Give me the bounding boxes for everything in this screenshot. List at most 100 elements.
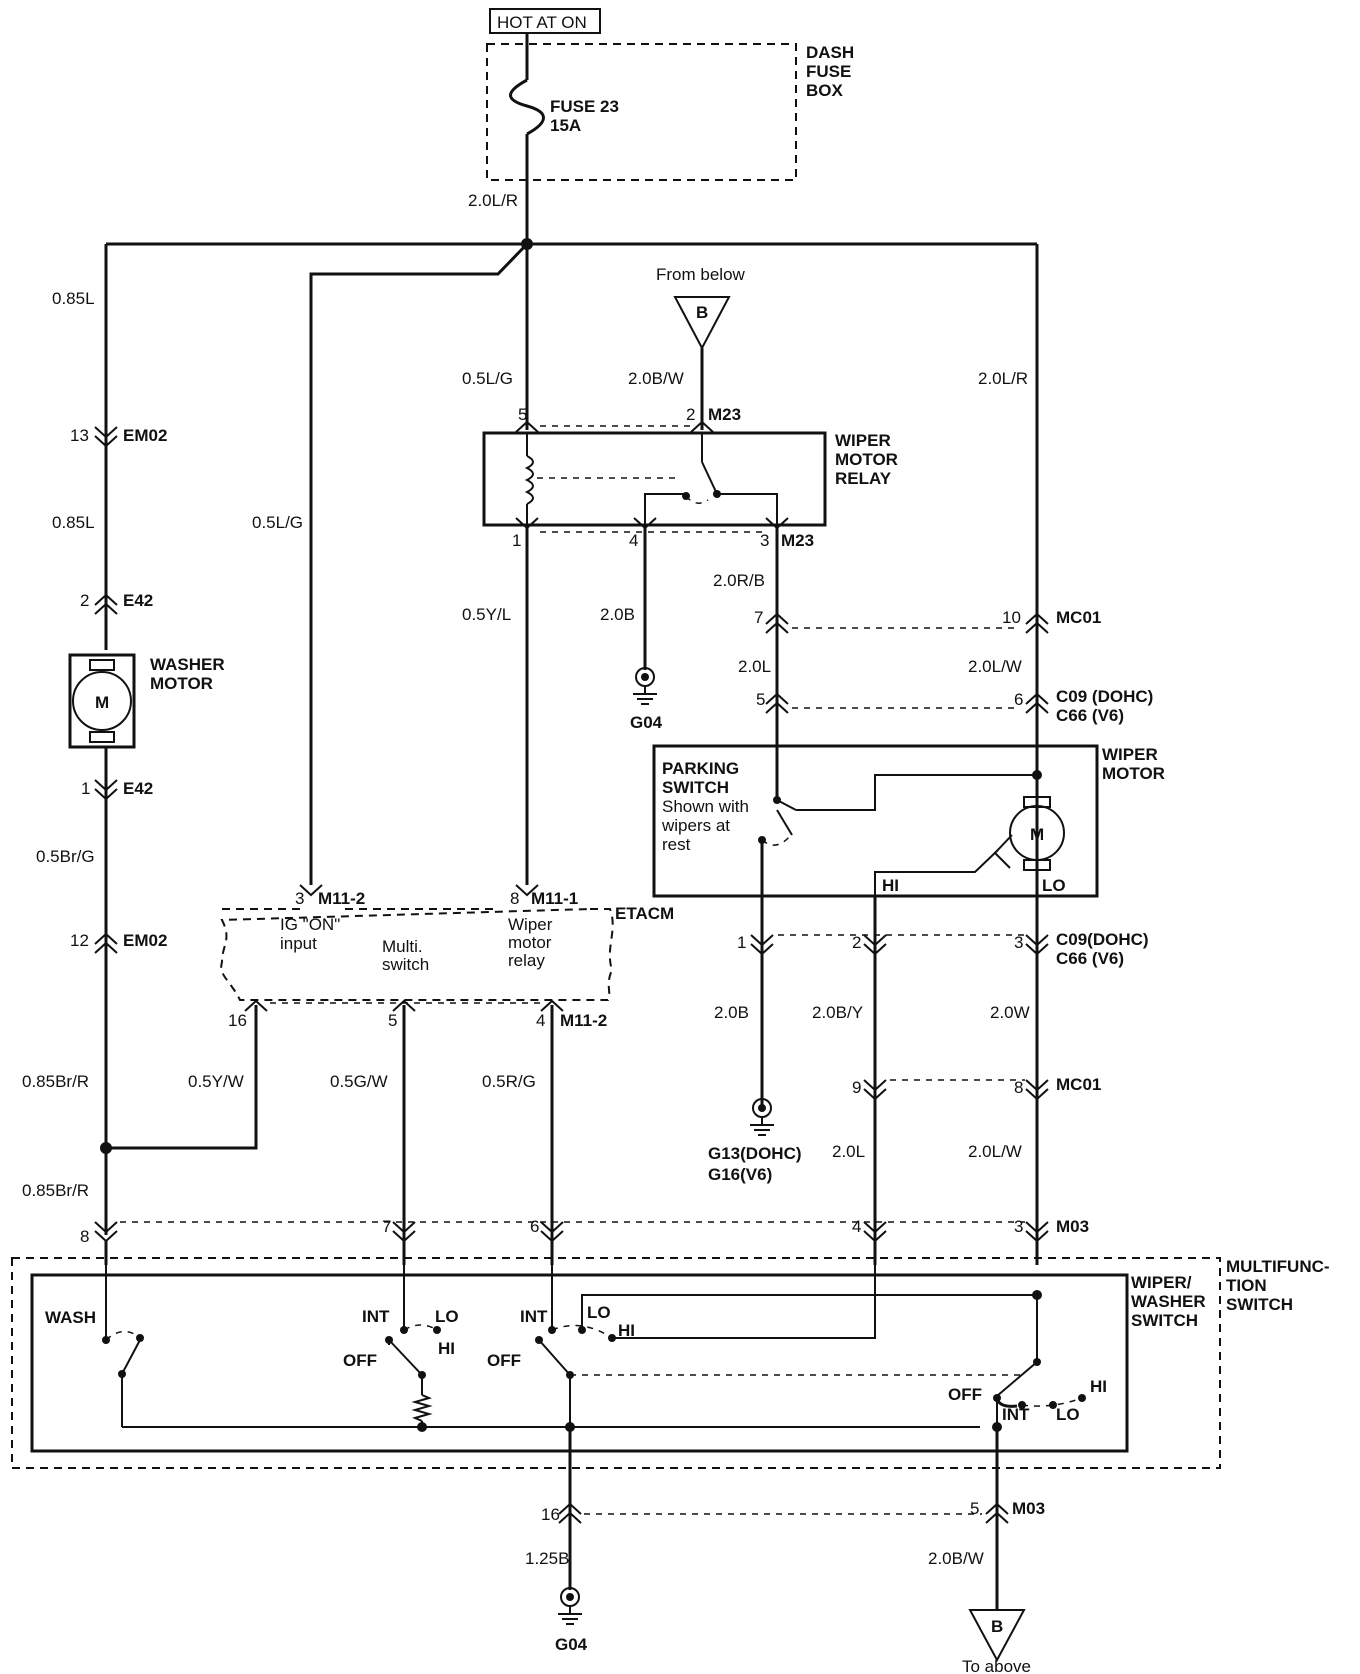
parking-switch-title-1: PARKING (662, 759, 739, 778)
sw2-off-label: OFF (487, 1351, 521, 1370)
offpage-to-above-letter: B (991, 1617, 1003, 1636)
wiper-motor-label-1: WIPER (1102, 745, 1158, 764)
pin-relay-3: 3 (760, 531, 769, 550)
etacm-ig-on-1: IG "ON" (280, 915, 340, 934)
etacm-name: ETACM (615, 904, 674, 923)
pin-m03-8: 8 (80, 1227, 89, 1246)
connector-mc01-top: MC01 (1056, 608, 1101, 627)
wire-wiper-feed2: 2.0L/W (968, 657, 1022, 676)
multifunction-label-1: MULTIFUNC- (1226, 1257, 1330, 1276)
wire-lo: 2.0W (990, 1003, 1030, 1022)
etacm-multi-2: switch (382, 955, 429, 974)
wire-lo2: 2.0L/W (968, 1142, 1022, 1161)
pin-mc01-8: 8 (1014, 1078, 1023, 1097)
ground-g04-top: G04 (630, 713, 663, 732)
wire-hi2: 2.0L (832, 1142, 865, 1161)
wash-switch-icon (102, 1265, 144, 1427)
connector-m23-bottom: M23 (781, 531, 814, 550)
parking-switch-note-3: rest (662, 835, 691, 854)
wire-washer-top: 0.85L (52, 289, 95, 308)
connector-mc01-9-icon (863, 1079, 887, 1101)
etacm-relay-3: relay (508, 951, 545, 970)
etacm-ig-on-2: input (280, 934, 317, 953)
pin-m03-4: 4 (852, 1217, 861, 1236)
sw3-int-label: INT (1002, 1405, 1030, 1424)
pin-mc01-9: 9 (852, 1078, 861, 1097)
hot-at-on-label: HOT AT ON (497, 13, 587, 32)
wire-washer-sw: 0.85Br/R (22, 1072, 89, 1091)
wire-main: 2.0L/R (468, 191, 518, 210)
pin-relay-5: 5 (518, 405, 527, 424)
fuse-box-label-2: FUSE (806, 62, 851, 81)
connector-c09-3-icon (1025, 934, 1049, 956)
connector-mc01-7-icon (765, 612, 789, 634)
wiper-washer-switch-box (30, 1273, 1129, 1453)
to-above-label: To above (962, 1657, 1031, 1674)
wire-washer-sw2: 0.85Br/R (22, 1181, 89, 1200)
connector-c09-bottom: C09(DOHC) (1056, 930, 1149, 949)
wire-wiper-feed: 2.0L/R (978, 369, 1028, 388)
relay-contact-icon (644, 433, 778, 525)
etacm-box (220, 908, 614, 1001)
wire-relay-gnd: 2.0B (600, 605, 635, 624)
wire-relay-coil: 0.5L/G (462, 369, 513, 388)
connector-c09-6-icon (1025, 692, 1049, 714)
pin-m11-5: 5 (388, 1011, 397, 1030)
connector-m11-2-top: M11-2 (318, 889, 365, 908)
pin-m03-3: 3 (1014, 1217, 1023, 1236)
pin-m11-8: 8 (510, 889, 519, 908)
washer-motor-icon (72, 671, 132, 731)
fuse-rating: 15A (550, 116, 581, 135)
connector-mc01-8-icon (1025, 1079, 1049, 1101)
ground-g04-bottom-icon (558, 1587, 582, 1625)
wash-label: WASH (45, 1308, 96, 1327)
switch-3-icon (992, 1295, 1086, 1432)
multifunction-switch-box (11, 1257, 1221, 1469)
from-below-label: From below (656, 265, 746, 284)
connector-mc01-10-icon (1025, 612, 1049, 634)
etacm-relay-2: motor (508, 933, 552, 952)
connector-c09-2-icon (863, 934, 887, 956)
relay-label-1: WIPER (835, 431, 891, 450)
connector-e42-bottom: E42 (123, 779, 153, 798)
pin-c-2: 2 (852, 933, 861, 952)
etacm-relay-1: Wiper (508, 915, 553, 934)
pin-m03-5: 5 (970, 1499, 979, 1518)
wire-washer-low: 0.5Br/G (36, 847, 95, 866)
wire-hi: 2.0B/Y (812, 1003, 863, 1022)
wire-park-gnd: 2.0B (714, 1003, 749, 1022)
fuse-box-label-1: DASH (806, 43, 854, 62)
offpage-to-above-icon (968, 1609, 1026, 1663)
offpage-from-below-letter: B (696, 303, 708, 322)
wiper-washer-label-1: WIPER/ (1131, 1273, 1192, 1292)
sw3-off-label: OFF (948, 1385, 982, 1404)
wire-washer-mid: 0.85L (52, 513, 95, 532)
pin-c-6: 6 (1014, 690, 1023, 709)
connector-m23-top: M23 (708, 405, 741, 424)
parking-switch-icon (758, 770, 1042, 846)
pin-m03-16: 16 (541, 1505, 560, 1524)
wiper-motor-icon (874, 775, 1065, 896)
pin-m11-3: 3 (295, 889, 304, 908)
relay-label-2: MOTOR (835, 450, 898, 469)
connector-e42-1-icon (94, 779, 118, 801)
connector-c09-5-icon (765, 692, 789, 714)
wiper-washer-label-3: SWITCH (1131, 1311, 1198, 1330)
washer-motor-symbol: M (95, 693, 109, 712)
pin-m11-16: 16 (228, 1011, 247, 1030)
wiper-motor-relay-box (482, 431, 827, 527)
connector-m03-16-icon (558, 1502, 582, 1524)
hot-at-on-box (489, 8, 601, 34)
connector-em02-top: EM02 (123, 426, 167, 445)
pin-m03-6: 6 (530, 1217, 539, 1236)
wiper-motor-symbol: M (1030, 825, 1044, 844)
pin-c-1: 1 (737, 933, 746, 952)
sw1-int-label: INT (362, 1307, 390, 1326)
connector-m03-4-icon (863, 1221, 887, 1243)
etacm-multi-1: Multi. (382, 937, 423, 956)
wire-park-in: 2.0L (738, 657, 771, 676)
wire-relay-b: 2.0B/W (628, 369, 684, 388)
washer-motor-label-2: MOTOR (150, 674, 213, 693)
connector-m03-bottom-label: M03 (1012, 1499, 1045, 1518)
